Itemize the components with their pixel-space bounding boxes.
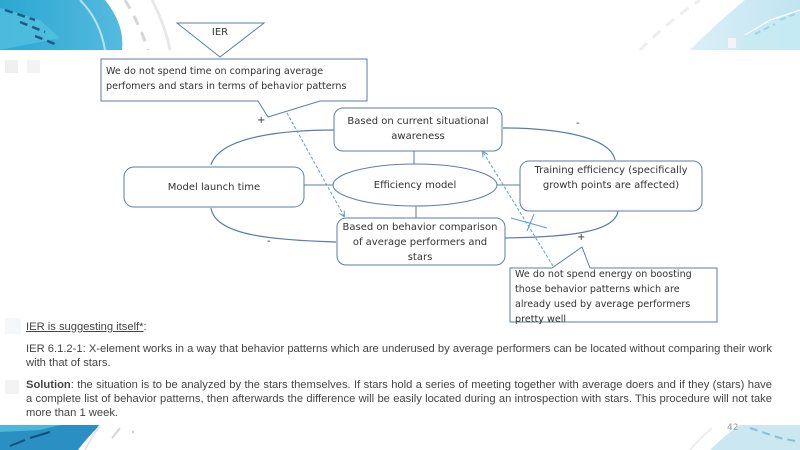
node-model-launch-time: Model launch time xyxy=(167,181,261,193)
top-right-corner-art xyxy=(638,0,800,52)
node-training-efficiency: Training efficiency (specifically growth… xyxy=(534,165,688,191)
connector-top-right xyxy=(502,127,616,161)
bottom-callout-text: We do not spend energy on boosting those… xyxy=(515,269,692,325)
sign-bottom-right: + xyxy=(577,232,586,243)
body-paragraph-solution: Solution: the situation is to be analyze… xyxy=(26,378,772,420)
page-number: 42 xyxy=(727,423,739,433)
body-text-block: IER is suggesting itself*: IER 6.1.2-1: … xyxy=(26,320,772,428)
top-callout-text: We do not spend time on comparing averag… xyxy=(106,66,347,92)
body-heading: IER is suggesting itself* xyxy=(26,321,144,333)
top-left-corner-art xyxy=(0,0,172,73)
node-training-efficiency-box xyxy=(519,160,703,212)
connector-top-left xyxy=(210,129,336,166)
node-behavior-comparison: Based on behavior comparison of average … xyxy=(342,221,498,263)
node-model-launch-time-box xyxy=(123,166,305,208)
bottom-callout-shape xyxy=(509,246,718,323)
connector-bottom-left xyxy=(210,207,337,243)
top-callout-shape xyxy=(100,58,368,118)
body-heading-colon: : xyxy=(143,321,147,333)
dashed-arrow-to-awareness xyxy=(483,152,554,267)
sign-top-left: + xyxy=(257,115,266,126)
body-paragraph-ier: IER 6.1.2-1: X-element works in a way th… xyxy=(26,343,772,369)
ier-triangle xyxy=(175,22,266,58)
sign-top-right: - xyxy=(576,118,580,129)
blocked-cross-mark xyxy=(510,213,548,232)
node-efficiency-model-shape xyxy=(332,163,498,207)
node-behavior-comparison-box xyxy=(336,217,506,266)
node-situational-awareness: Based on current situational awareness xyxy=(347,116,489,142)
ier-triangle-label: IER xyxy=(211,27,229,38)
node-efficiency-model: Efficiency model xyxy=(373,179,457,191)
connector-bottom-right xyxy=(504,210,619,239)
sign-bottom-left: - xyxy=(267,236,271,247)
bottom-right-corner-art xyxy=(689,425,800,450)
bottom-left-corner-art xyxy=(0,318,135,450)
body-heading-line: IER is suggesting itself*: xyxy=(26,320,772,334)
node-situational-awareness-box xyxy=(333,107,503,152)
solution-label: Solution xyxy=(26,379,71,391)
solution-text: : the situation is to be analyzed by the… xyxy=(26,379,772,419)
